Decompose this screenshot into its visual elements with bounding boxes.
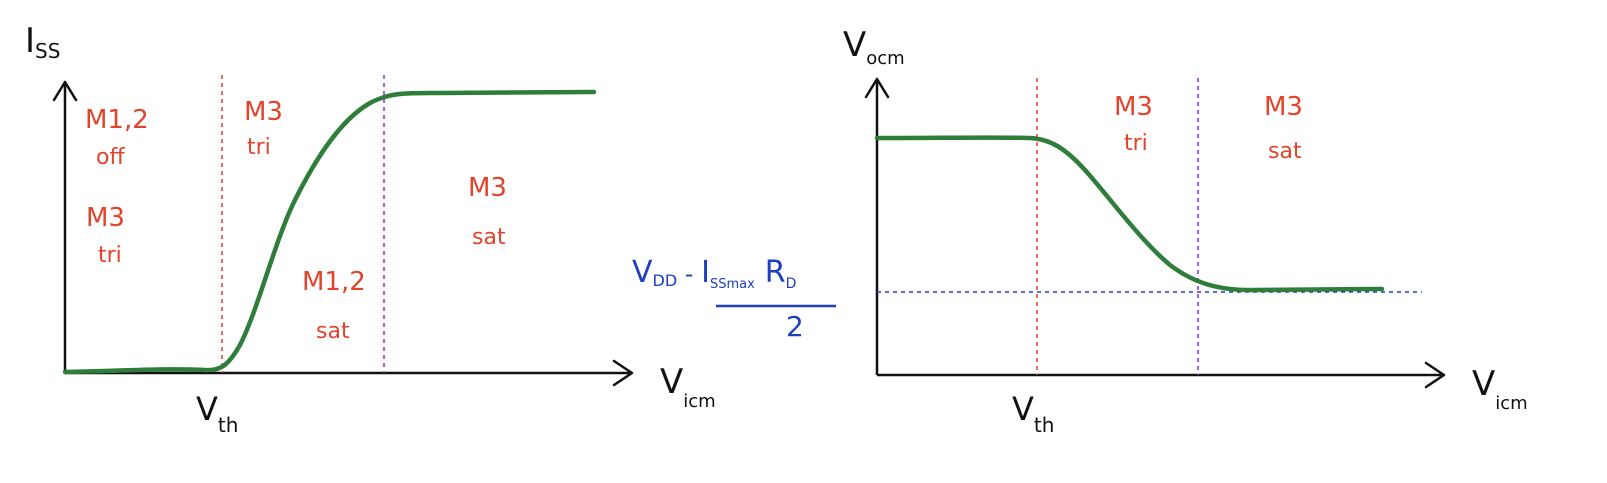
right-y-label-main: V xyxy=(843,25,866,65)
level-note-denominator: 2 xyxy=(786,310,804,343)
left-vth-label: Vth xyxy=(196,390,238,437)
left-r3-sub: sat xyxy=(472,225,506,250)
left-r2-bot-sub: sat xyxy=(316,319,350,344)
right-x-label: Vicm xyxy=(1472,364,1528,414)
note-r: R xyxy=(765,255,786,290)
left-iss-curve xyxy=(62,89,597,375)
left-x-label: Vicm xyxy=(660,362,716,412)
left-x-axis-arrowhead xyxy=(612,359,634,387)
right-vth-label: Vth xyxy=(1012,390,1054,437)
left-r2-top-sub: tri xyxy=(247,135,271,160)
left-x-label-main: V xyxy=(660,362,683,402)
left-r3-main: M3 xyxy=(468,173,507,203)
left-y-label-sub: SS xyxy=(35,39,60,63)
right-vth-label-main: V xyxy=(1012,390,1034,428)
left-vth-label-sub: th xyxy=(218,413,239,437)
right-x-axis-arrowhead xyxy=(1424,361,1446,389)
note-v: V xyxy=(632,255,653,290)
left-y-axis-arrowhead xyxy=(52,80,78,102)
right-vth-label-sub: th xyxy=(1034,413,1055,437)
left-r1-top-sub: off xyxy=(96,145,125,170)
right-x-label-sub: icm xyxy=(1495,393,1527,414)
right-y-axis-arrowhead xyxy=(864,77,890,99)
note-dd: DD xyxy=(653,271,678,290)
right-y-label: Vocm xyxy=(843,25,905,69)
left-y-label: ISS xyxy=(25,21,60,63)
note-i-sub: SSmax xyxy=(710,277,755,292)
note-r-sub: D xyxy=(786,276,797,292)
right-plot: Vocm Vicm Vth M3 tri M3 sat xyxy=(843,25,1528,437)
right-r3-main: M3 xyxy=(1264,92,1303,122)
left-r1-top-main: M1,2 xyxy=(85,105,149,135)
left-r2-bot-main: M1,2 xyxy=(302,267,366,297)
left-r1-bot-main: M3 xyxy=(86,203,125,233)
left-r2-top-main: M3 xyxy=(244,97,283,127)
left-x-label-sub: icm xyxy=(683,391,715,412)
note-minus: - xyxy=(677,260,701,288)
left-y-label-main: I xyxy=(25,21,35,61)
left-vth-label-main: V xyxy=(196,390,218,428)
left-plot: ISS Vicm Vth M1,2 off M3 tri M3 tri M1,2… xyxy=(25,21,716,437)
right-y-label-sub: ocm xyxy=(866,48,904,69)
right-x-label-main: V xyxy=(1472,364,1495,404)
right-r2-sub: tri xyxy=(1124,131,1148,156)
level-note-numerator: VDD - ISSmax RD xyxy=(632,255,796,292)
left-r1-bot-sub: tri xyxy=(98,243,122,268)
right-r3-sub: sat xyxy=(1268,139,1302,164)
level-note: VDD - ISSmax RD 2 xyxy=(632,255,836,343)
right-vocm-curve xyxy=(874,135,1385,293)
right-r2-main: M3 xyxy=(1114,92,1153,122)
note-i: I xyxy=(701,255,710,290)
